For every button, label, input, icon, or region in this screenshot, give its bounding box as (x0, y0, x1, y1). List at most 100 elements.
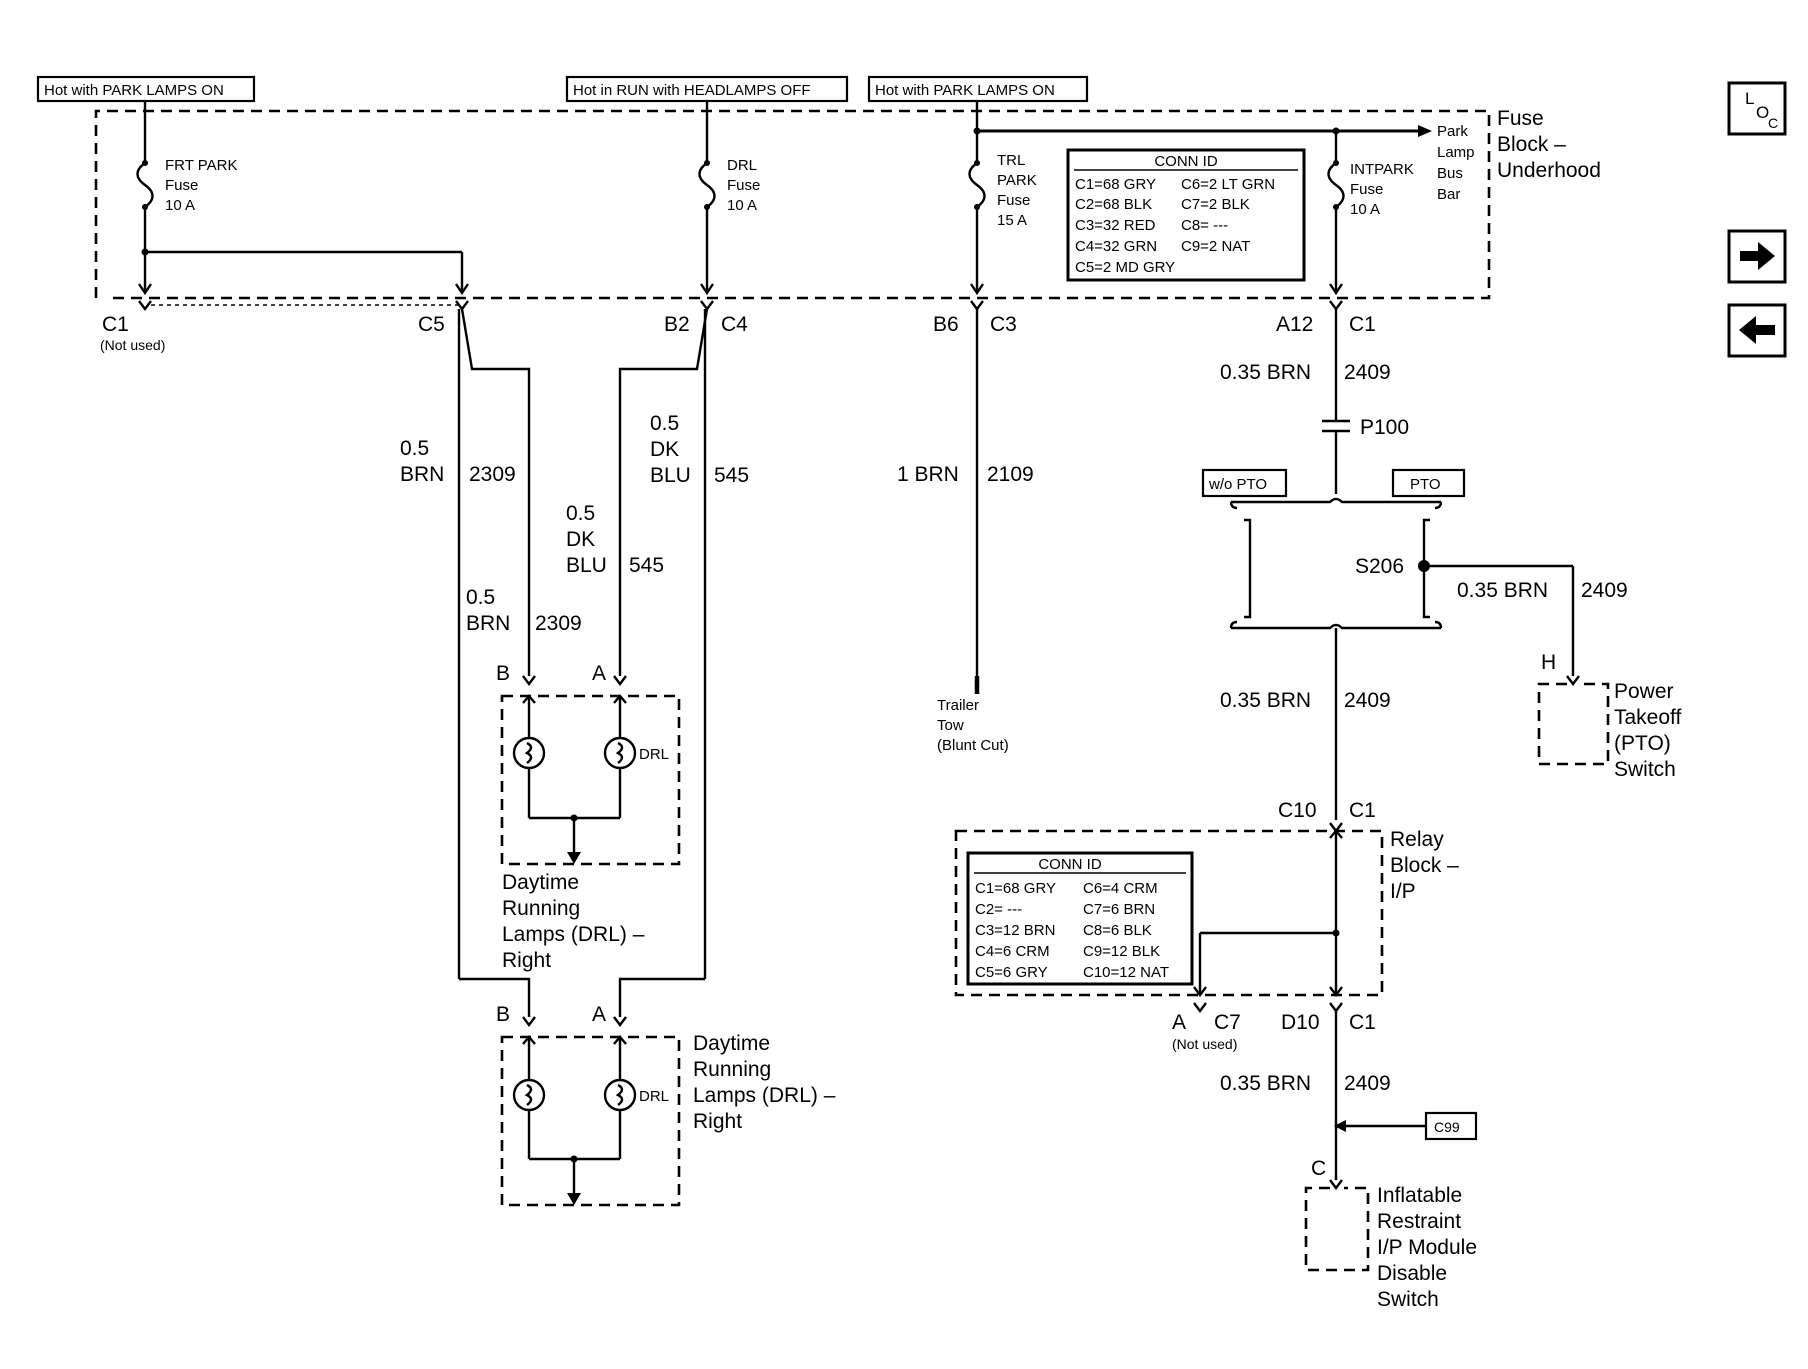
svg-text:B: B (496, 662, 510, 685)
fuse-block-title-2: Block – (1497, 133, 1566, 156)
svg-text:(Not used): (Not used) (100, 337, 165, 353)
svg-text:0.5: 0.5 (566, 502, 595, 525)
svg-text:Right: Right (502, 949, 551, 972)
svg-text:C1: C1 (102, 313, 129, 336)
svg-text:Hot with PARK LAMPS ON: Hot with PARK LAMPS ON (44, 82, 224, 99)
pto-option-branch: S206 (1229, 497, 1573, 630)
connector-b6-c3: B6 C3 (933, 300, 1017, 336)
svg-text:BLU: BLU (566, 554, 607, 577)
svg-text:0.5: 0.5 (650, 412, 679, 435)
relay-block-ip: C10 C1 Relay Block – I/P (954, 799, 1459, 997)
svg-text:w/o PTO: w/o PTO (1208, 476, 1267, 493)
svg-text:C10=12 NAT: C10=12 NAT (1083, 964, 1169, 981)
svg-text:C4: C4 (721, 313, 748, 336)
svg-text:2409: 2409 (1344, 689, 1391, 712)
svg-text:DRL: DRL (727, 157, 757, 174)
svg-text:(Not used): (Not used) (1172, 1036, 1237, 1052)
wire-2409-pto: 0.35 BRN 2409 (1457, 566, 1628, 676)
drl-lamp-lower: B A DRL Daytime Running Lamps (DRL) – Ri… (496, 1003, 836, 1207)
svg-text:S206: S206 (1355, 555, 1404, 578)
svg-text:Bus: Bus (1437, 165, 1463, 182)
svg-text:Switch: Switch (1377, 1288, 1439, 1311)
svg-text:CONN ID: CONN ID (1154, 153, 1218, 170)
svg-text:Fuse: Fuse (997, 192, 1030, 209)
arrow-right-icon (1740, 242, 1775, 270)
svg-text:(Blunt Cut): (Blunt Cut) (937, 737, 1009, 754)
connector-c5: C5 (418, 300, 469, 336)
svg-text:B6: B6 (933, 313, 959, 336)
svg-text:Inflatable: Inflatable (1377, 1184, 1462, 1207)
svg-text:C10: C10 (1278, 799, 1317, 822)
svg-text:Bar: Bar (1437, 186, 1460, 203)
svg-text:Block –: Block – (1390, 854, 1459, 877)
svg-text:BLU: BLU (650, 464, 691, 487)
svg-text:PARK: PARK (997, 172, 1037, 189)
svg-text:C2= ---: C2= --- (975, 901, 1022, 918)
svg-text:O: O (1756, 103, 1769, 122)
location-button[interactable]: L O C (1727, 81, 1787, 136)
svg-text:P100: P100 (1360, 416, 1409, 439)
connector-c1-not-used: C1 (Not used) (100, 300, 458, 353)
svg-text:10 A: 10 A (727, 197, 757, 214)
wire-2409-top: 0.35 BRN 2409 (1220, 309, 1391, 420)
wire-2409-relay: 0.35 BRN 2409 (1220, 628, 1391, 820)
svg-text:A: A (592, 662, 606, 685)
svg-text:C7=6 BRN: C7=6 BRN (1083, 901, 1155, 918)
svg-text:C5=2 MD GRY: C5=2 MD GRY (1075, 259, 1175, 276)
svg-text:Fuse: Fuse (165, 177, 198, 194)
svg-text:C4=32 GRN: C4=32 GRN (1075, 238, 1157, 255)
svg-text:DRL: DRL (639, 1088, 669, 1105)
svg-text:Relay: Relay (1390, 828, 1444, 851)
svg-text:C1: C1 (1349, 1011, 1376, 1034)
option-wo-pto: w/o PTO (1201, 468, 1288, 498)
svg-text:H: H (1541, 651, 1556, 674)
previous-page-button[interactable] (1727, 303, 1787, 358)
svg-text:DRL: DRL (639, 746, 669, 763)
inflatable-restraint-switch: C Inflatable Restraint I/P Module Disabl… (1304, 1157, 1477, 1311)
svg-text:15 A: 15 A (997, 212, 1027, 229)
next-page-button[interactable] (1727, 229, 1787, 284)
fuse-block-title-1: Fuse (1497, 107, 1544, 130)
svg-text:Lamps (DRL) –: Lamps (DRL) – (502, 923, 645, 946)
svg-text:10 A: 10 A (1350, 201, 1380, 218)
svg-text:0.35 BRN: 0.35 BRN (1220, 361, 1311, 384)
option-pto: PTO (1391, 468, 1466, 498)
svg-text:DK: DK (650, 438, 679, 461)
svg-text:C1=68 GRY: C1=68 GRY (1075, 176, 1156, 193)
svg-text:2309: 2309 (469, 463, 516, 486)
svg-text:(PTO): (PTO) (1614, 732, 1671, 755)
svg-text:Restraint: Restraint (1377, 1210, 1461, 1233)
wire-2109-trailer-tow: 1 BRN 2109 Trailer Tow (Blunt Cut) (897, 309, 1034, 754)
svg-text:Switch: Switch (1614, 758, 1676, 781)
svg-text:Hot with PARK LAMPS ON: Hot with PARK LAMPS ON (875, 82, 1055, 99)
svg-text:BRN: BRN (466, 612, 510, 635)
svg-text:C9=12 BLK: C9=12 BLK (1083, 943, 1160, 960)
svg-text:C1: C1 (1349, 313, 1376, 336)
svg-text:FRT PARK: FRT PARK (165, 157, 238, 174)
svg-text:B: B (496, 1003, 510, 1026)
svg-text:C6=2 LT GRN: C6=2 LT GRN (1181, 176, 1275, 193)
svg-text:Lamps (DRL) –: Lamps (DRL) – (693, 1084, 836, 1107)
svg-text:Fuse: Fuse (1350, 181, 1383, 198)
svg-text:0.35 BRN: 0.35 BRN (1220, 1072, 1311, 1095)
svg-text:C8=6 BLK: C8=6 BLK (1083, 922, 1152, 939)
hot-label-run-drl: Hot in RUN with HEADLAMPS OFF (565, 75, 849, 103)
fuse-intpark: INTPARK Fuse 10 A (1327, 131, 1414, 291)
svg-text:C7: C7 (1214, 1011, 1241, 1034)
svg-text:C1: C1 (1349, 799, 1376, 822)
connector-d10-c1: D10 C1 (1281, 1002, 1376, 1034)
svg-text:Takeoff: Takeoff (1614, 706, 1681, 729)
svg-text:Trailer: Trailer (937, 697, 979, 714)
svg-text:Daytime: Daytime (693, 1032, 770, 1055)
svg-text:CONN ID: CONN ID (1038, 856, 1102, 873)
svg-text:C8= ---: C8= --- (1181, 217, 1228, 234)
svg-text:C: C (1768, 115, 1778, 131)
drl-lamp-upper: B A DRL Daytime Running Lamps (DRL) – Ri… (496, 662, 681, 972)
svg-text:545: 545 (629, 554, 664, 577)
fuse-block-underhood: Fuse Block – Underhood (94, 107, 1601, 300)
svg-text:C4=6 CRM: C4=6 CRM (975, 943, 1050, 960)
svg-text:C5: C5 (418, 313, 445, 336)
svg-text:Daytime: Daytime (502, 871, 579, 894)
svg-text:1 BRN: 1 BRN (897, 463, 959, 486)
